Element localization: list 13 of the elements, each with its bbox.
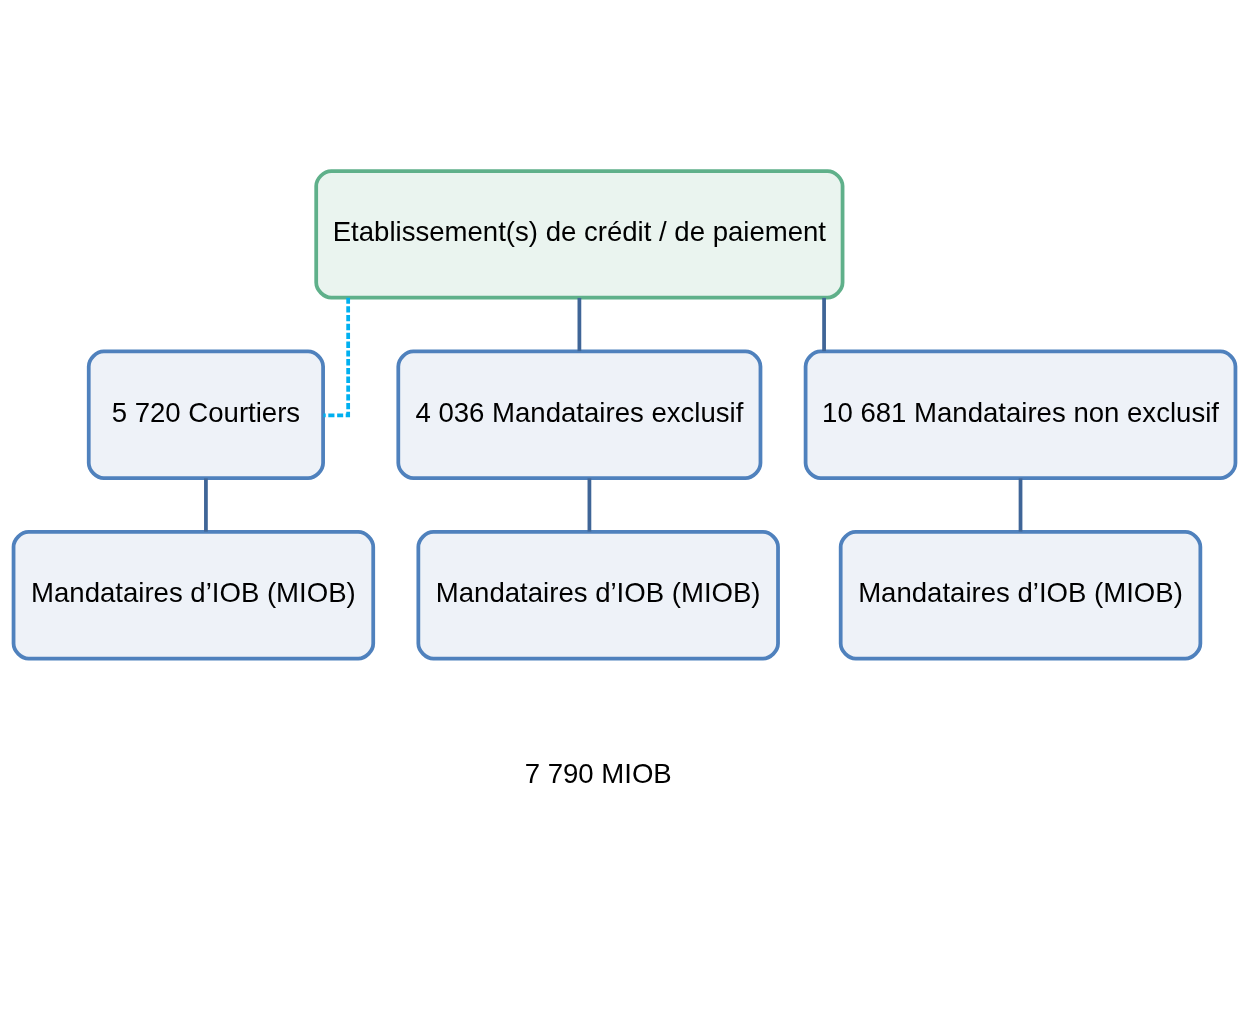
connector (587, 477, 592, 532)
connector (822, 297, 826, 351)
node-box: Mandataires d’IOB (MIOB) (11, 529, 376, 660)
connector (577, 297, 582, 351)
node-box: Mandataires d’IOB (MIOB) (416, 529, 780, 660)
node-box: Etablissement(s) de crédit / de paiement (314, 168, 845, 299)
connector (1018, 477, 1023, 532)
node-box: 4 036 Mandataires exclusif (396, 349, 763, 480)
node-box: 10 681 Mandataires non exclusif (803, 349, 1238, 480)
node-box: 5 720 Courtiers (86, 349, 325, 480)
label: 7 790 MIOB (524, 757, 672, 789)
connector (204, 477, 208, 532)
node-box: Mandataires d’IOB (MIOB) (838, 529, 1203, 660)
